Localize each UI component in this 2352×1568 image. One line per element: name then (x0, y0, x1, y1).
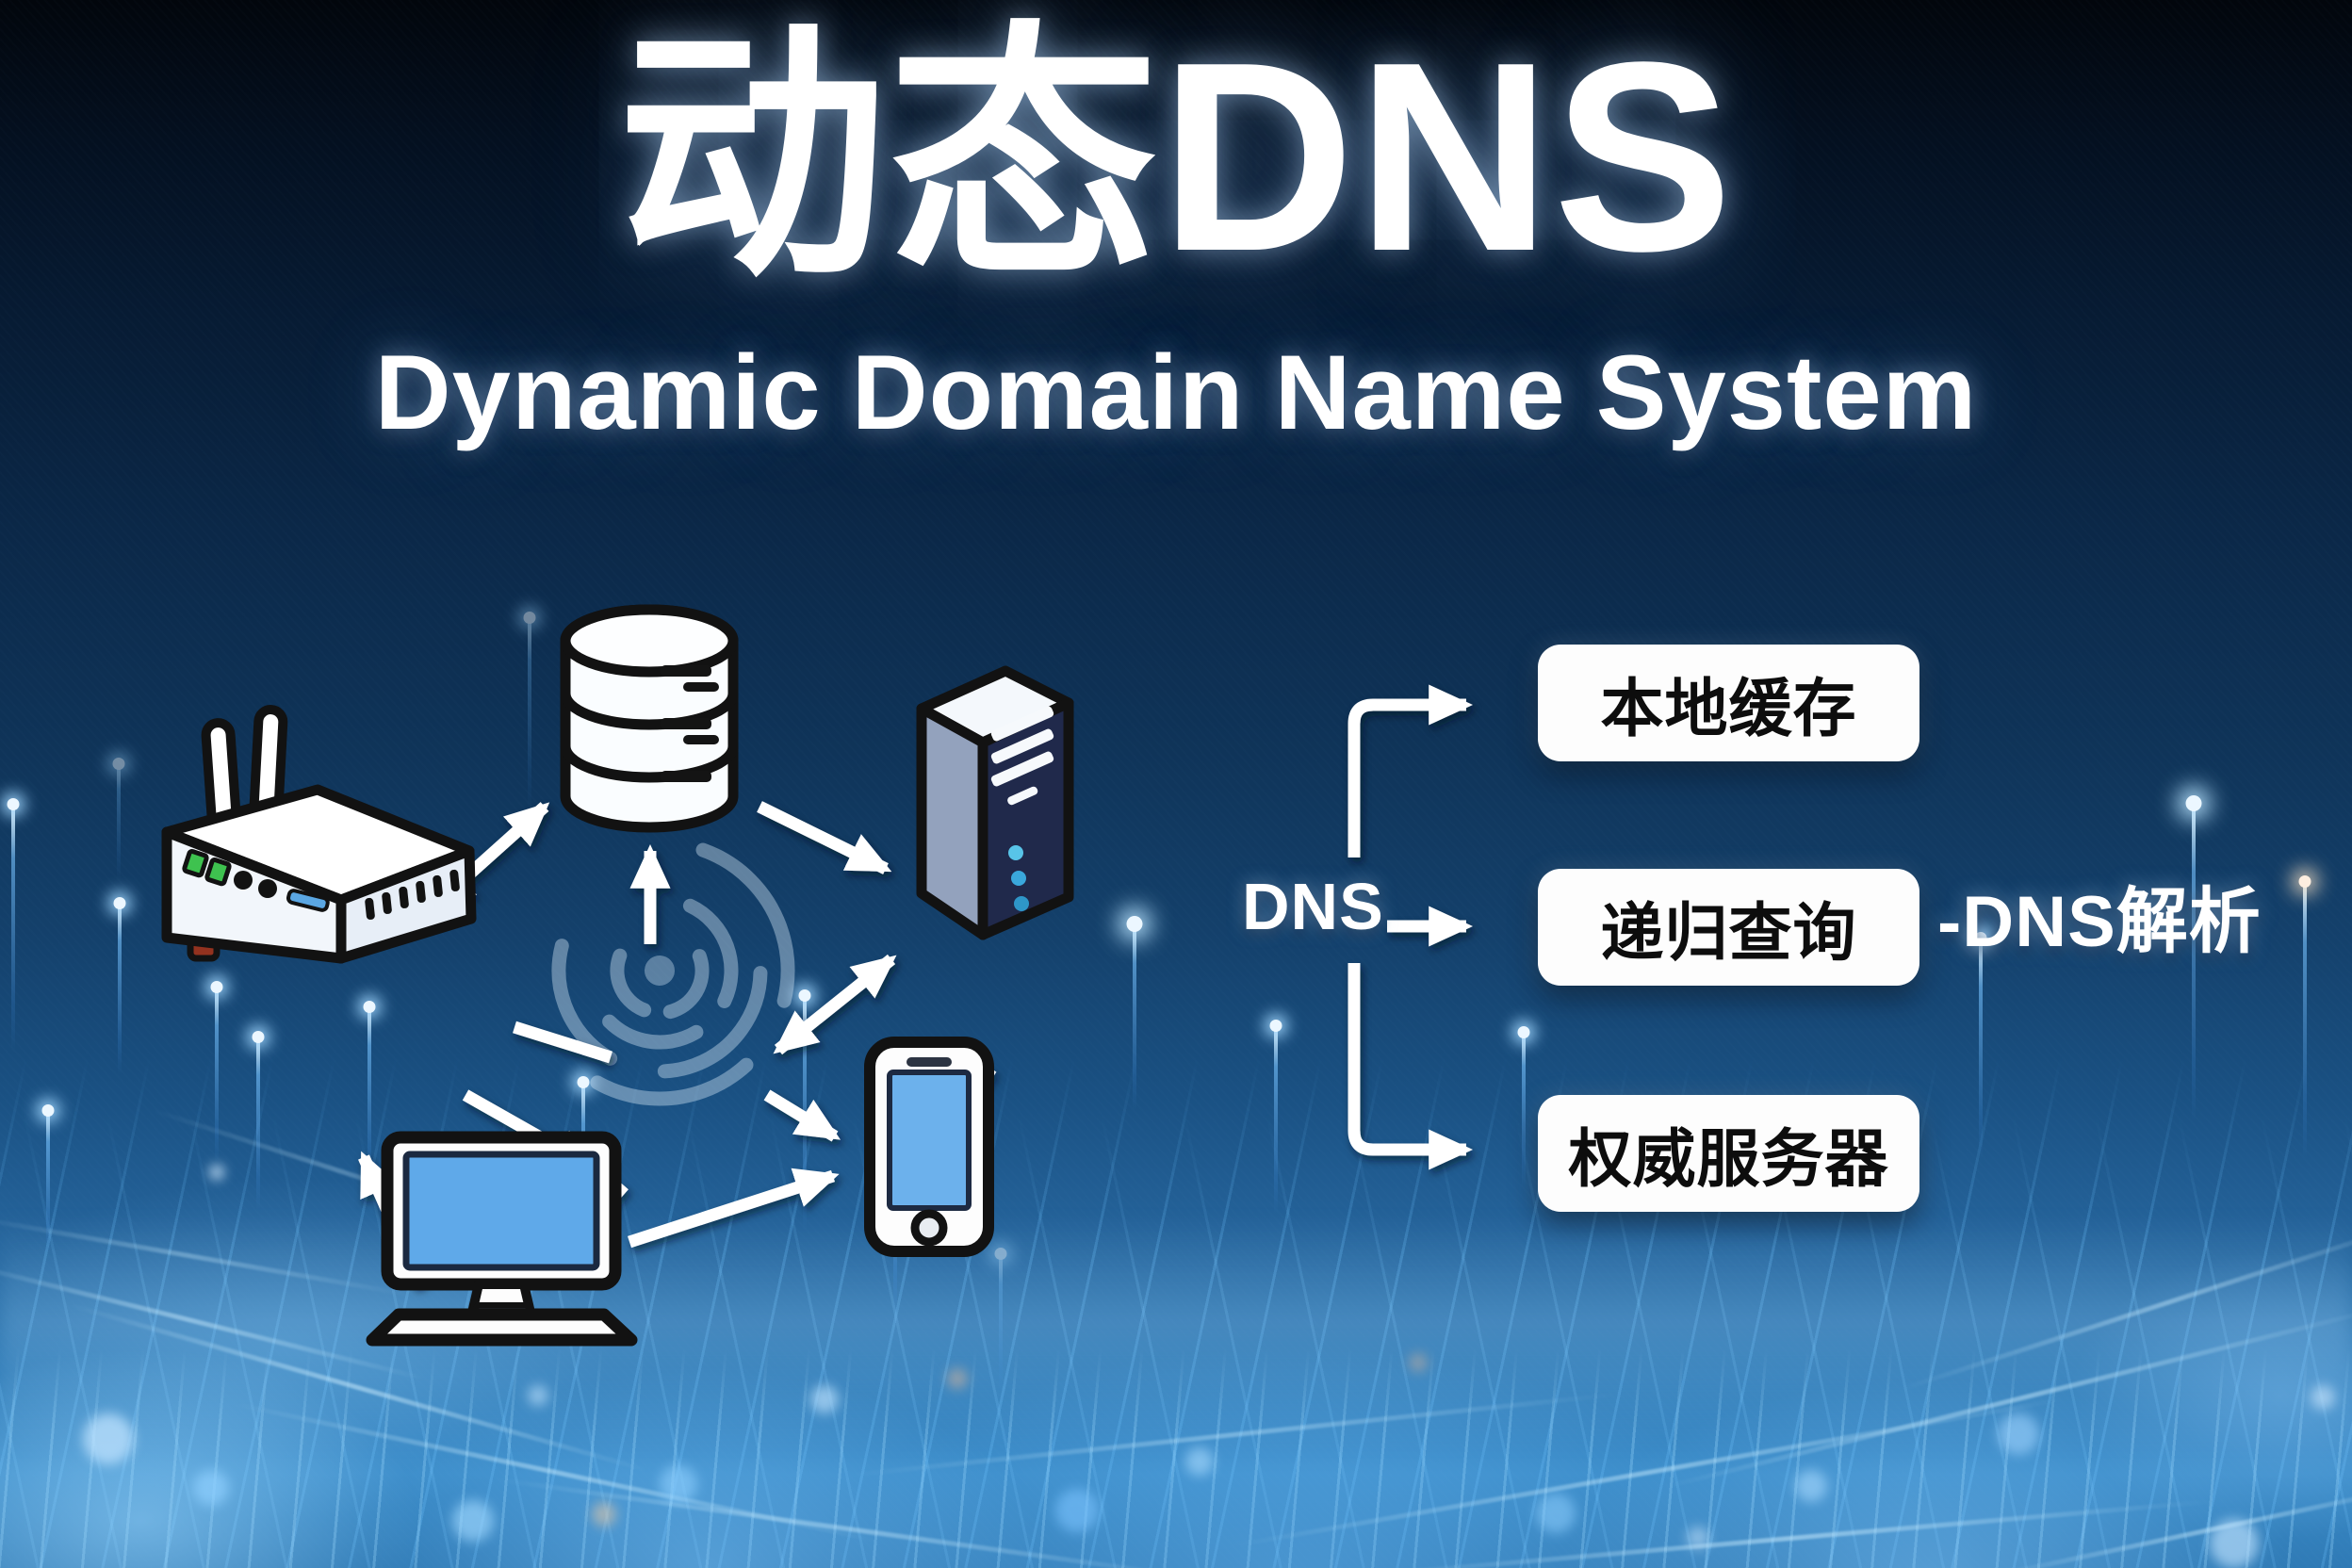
light-pole (363, 1001, 376, 1183)
bokeh-dot (947, 1368, 968, 1389)
dns-label: DNS (1242, 870, 1384, 943)
server-tower-icon (916, 665, 1074, 940)
page-title: 动态DNS (617, 6, 1735, 307)
light-pole (523, 612, 536, 810)
light-pole (7, 798, 20, 1051)
light-pole (210, 981, 223, 1164)
bokeh-dot (2210, 1519, 2259, 1568)
flow-step-label: 递归查询 (1600, 897, 1857, 969)
light-pole (1517, 1026, 1530, 1187)
router-icon (161, 705, 477, 964)
flow-step-local-cache: 本地缓存 (1538, 645, 1919, 761)
bokeh-dot (1998, 1413, 2039, 1455)
flow-step-authoritative-server: 权威服务器 (1538, 1095, 1919, 1212)
page-subtitle: Dynamic Domain Name System (374, 334, 1978, 451)
bokeh-dot (660, 1465, 697, 1503)
arrow-hub-server (773, 954, 897, 1055)
database-icon (560, 604, 739, 833)
connector-dns-authoritative-server (1348, 963, 1474, 1170)
dns-resolution-label: -DNS解析 (1937, 882, 2262, 962)
bokeh-dot (592, 1502, 616, 1527)
light-pole (113, 897, 126, 1074)
bokeh-dot (193, 1470, 229, 1506)
bokeh-dot (1185, 1447, 1214, 1476)
line-router-hub (513, 1021, 612, 1064)
arrow-hub-smartphone (763, 1089, 841, 1142)
bokeh-dot (1409, 1353, 1428, 1372)
light-pole (2298, 875, 2311, 1159)
connector-dns-local-cache (1348, 684, 1474, 858)
flow-step-label: 本地缓存 (1600, 673, 1857, 744)
bokeh-dot (1055, 1489, 1099, 1532)
light-pole (994, 1248, 1007, 1395)
bokeh-dot (2311, 1385, 2335, 1410)
light-pole (41, 1104, 55, 1253)
light-pole (1269, 1020, 1282, 1214)
light-pole (2185, 795, 2202, 1121)
light-pole (1974, 932, 1987, 1159)
arrow-computer-smartphone (627, 1168, 840, 1249)
bokeh-dot (1795, 1470, 1827, 1502)
desktop-computer-icon (366, 1131, 638, 1347)
bokeh-dot (1687, 1527, 1709, 1549)
flow-step-label: 权威服务器 (1568, 1123, 1889, 1195)
bokeh-dot (83, 1413, 134, 1464)
wifi-hub-icon (524, 835, 795, 1106)
flow-step-recursive-query: 递归查询 (1538, 869, 1919, 986)
light-pole (112, 758, 125, 881)
smartphone-icon (864, 1037, 994, 1257)
arrow-database-server (757, 801, 892, 874)
light-pole (252, 1031, 265, 1211)
bokeh-dot (452, 1500, 494, 1542)
bokeh-dot (209, 1165, 224, 1180)
light-pole (1126, 916, 1143, 1110)
bokeh-dot (810, 1385, 839, 1413)
bokeh-dot (528, 1385, 548, 1406)
bokeh-dot (1536, 1494, 1576, 1533)
